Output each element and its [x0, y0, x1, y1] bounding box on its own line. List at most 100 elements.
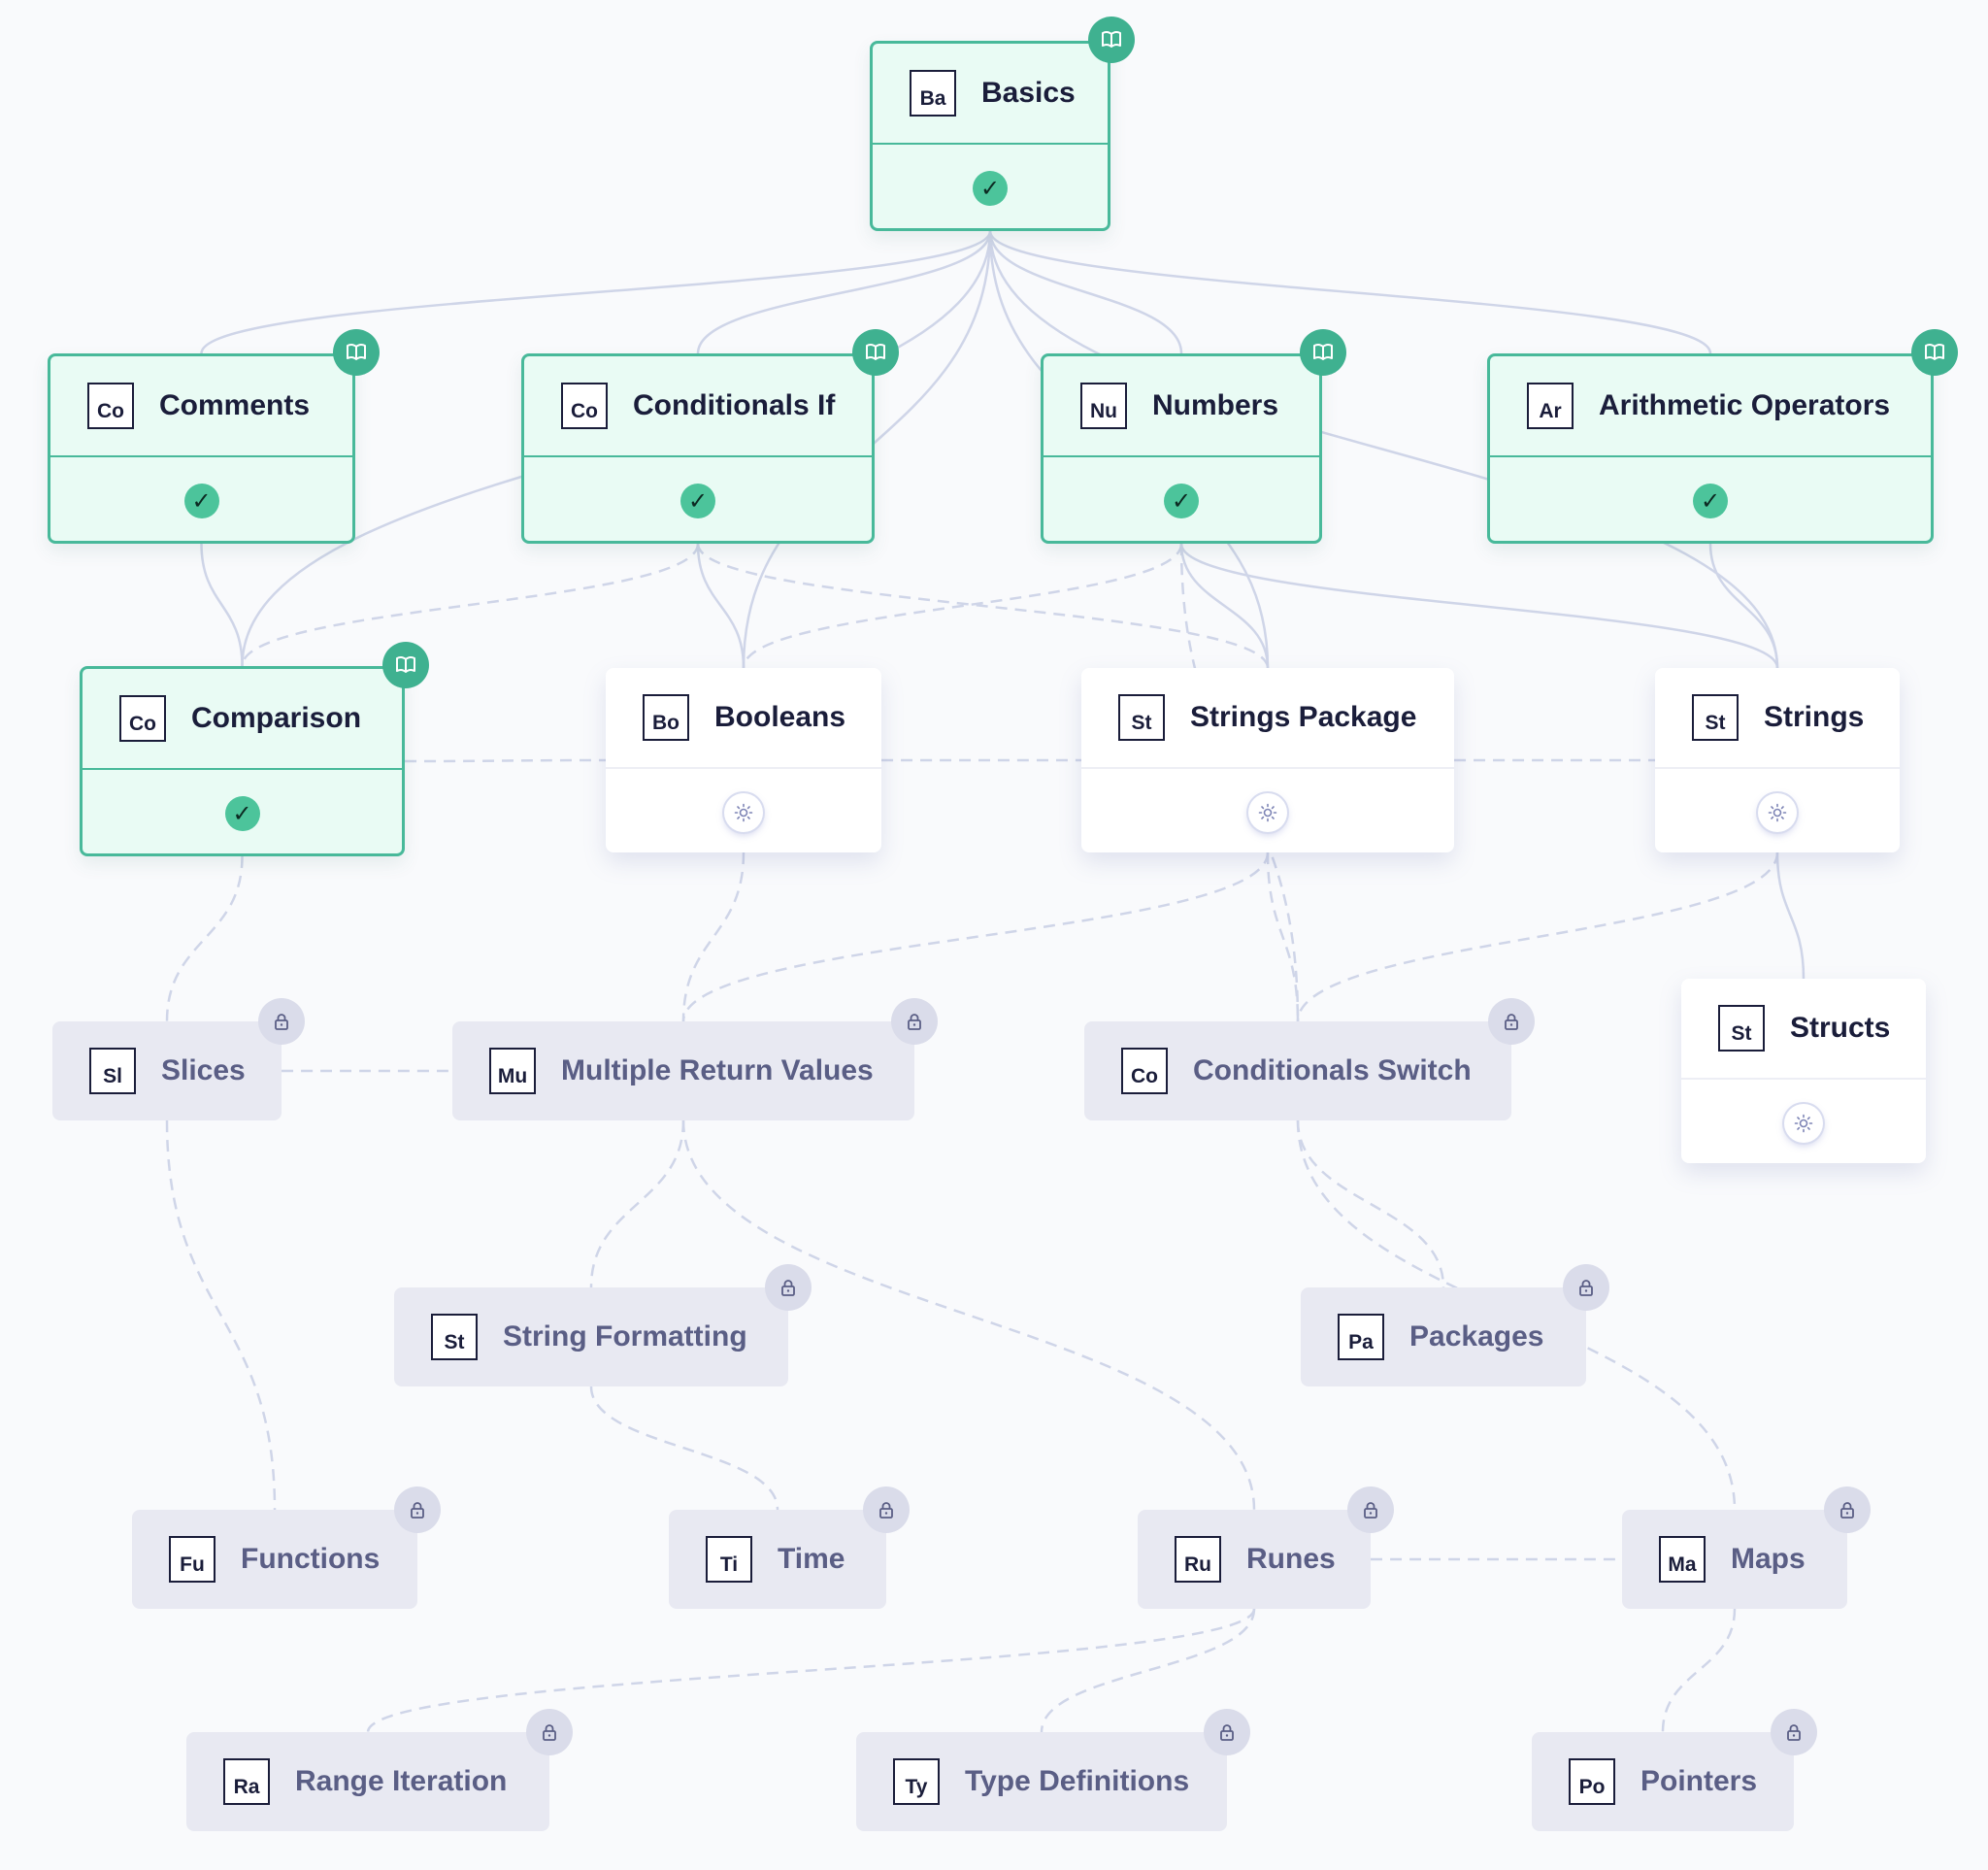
node-basics[interactable]: Ba Basics ✓ — [870, 17, 1135, 231]
edge-conditionals_if-booleans — [696, 543, 746, 669]
node-title: Comments — [159, 389, 311, 421]
lock-icon — [765, 1264, 812, 1311]
node-abbr: Fu — [169, 1536, 215, 1583]
edge-numbers-booleans — [742, 543, 1183, 669]
node-abbr: Ty — [893, 1758, 940, 1805]
edge-basics-strings — [988, 230, 1779, 669]
lock-icon — [891, 998, 938, 1045]
node-abbr: Co — [119, 695, 166, 742]
node-title: Functions — [241, 1543, 381, 1575]
edge-comparison-slices — [165, 855, 244, 1022]
sun-icon — [724, 793, 763, 832]
node-comments[interactable]: Co Comments ✓ — [48, 329, 380, 544]
check-icon: ✓ — [973, 171, 1008, 206]
edge-runes-range_iteration — [366, 1608, 1256, 1733]
lock-icon — [258, 998, 305, 1045]
node-abbr: Mu — [489, 1048, 536, 1094]
node-slices[interactable]: Sl Slices — [52, 998, 305, 1120]
node-abbr: Nu — [1080, 383, 1127, 429]
edge-strings_package-conditionals_switch — [1266, 852, 1300, 1022]
node-abbr: St — [1118, 694, 1165, 741]
node-title: Slices — [161, 1054, 246, 1086]
node-time[interactable]: Ti Time — [669, 1486, 910, 1609]
node-title: Runes — [1246, 1543, 1336, 1575]
check-icon: ✓ — [224, 796, 260, 831]
node-numbers[interactable]: Nu Numbers ✓ — [1041, 329, 1346, 544]
edge-string_formatting-time — [589, 1386, 779, 1511]
edge-conditionals_switch-packages — [1296, 1119, 1445, 1288]
edge-arithmetic-strings — [1708, 543, 1779, 669]
edge-basics-numbers — [988, 230, 1183, 354]
book-icon[interactable] — [1911, 329, 1958, 376]
edge-basics-conditionals_if — [696, 230, 992, 354]
node-abbr: Ti — [706, 1536, 752, 1583]
node-type-definitions[interactable]: Ty Type Definitions — [856, 1709, 1250, 1831]
lock-icon — [394, 1486, 441, 1533]
book-icon[interactable] — [382, 642, 429, 688]
lock-icon — [1347, 1486, 1394, 1533]
edge-maps-pointers — [1661, 1608, 1737, 1733]
node-functions[interactable]: Fu Functions — [132, 1486, 441, 1609]
edge-basics-comments — [200, 230, 992, 354]
edge-runes-type_definitions — [1040, 1608, 1256, 1733]
lock-icon — [1824, 1486, 1871, 1533]
edge-basics-arithmetic — [988, 230, 1712, 354]
edge-multiple_return-runes — [681, 1119, 1256, 1511]
sun-icon — [1758, 793, 1797, 832]
node-abbr: St — [431, 1314, 478, 1360]
book-icon[interactable] — [1300, 329, 1346, 376]
edge-conditionals_switch-maps — [1296, 1119, 1737, 1511]
node-title: Numbers — [1152, 389, 1279, 421]
node-strings[interactable]: St Strings — [1655, 668, 1900, 852]
check-icon: ✓ — [680, 484, 715, 518]
check-icon: ✓ — [183, 484, 219, 518]
node-multiple-return-values[interactable]: Mu Multiple Return Values — [452, 998, 938, 1120]
node-title: Type Definitions — [965, 1765, 1190, 1797]
node-structs[interactable]: St Structs — [1681, 979, 1926, 1163]
node-title: Arithmetic Operators — [1599, 389, 1891, 421]
lock-icon — [1204, 1709, 1250, 1755]
lock-icon — [526, 1709, 573, 1755]
node-title: Multiple Return Values — [561, 1054, 874, 1086]
node-title: Maps — [1731, 1543, 1806, 1575]
node-abbr: Pa — [1338, 1314, 1384, 1360]
lock-icon — [1771, 1709, 1817, 1755]
edge-strings_package-multiple_return — [681, 852, 1270, 1022]
lock-icon — [1563, 1264, 1609, 1311]
node-abbr: Co — [1121, 1048, 1168, 1094]
node-abbr: Ba — [910, 70, 956, 117]
check-icon: ✓ — [1164, 484, 1199, 518]
node-title: Basics — [981, 77, 1076, 109]
edge-numbers-strings — [1179, 543, 1779, 669]
book-icon[interactable] — [333, 329, 380, 376]
edge-strings-conditionals_switch — [1296, 852, 1779, 1022]
node-title: Structs — [1790, 1012, 1891, 1044]
node-abbr: Bo — [643, 694, 689, 741]
node-conditionals-switch[interactable]: Co Conditionals Switch — [1084, 998, 1535, 1120]
node-title: Conditionals If — [633, 389, 836, 421]
book-icon[interactable] — [852, 329, 899, 376]
edge-booleans-multiple_return — [681, 852, 746, 1022]
node-title: Strings — [1764, 701, 1865, 733]
edge-numbers-conditionals_switch — [1179, 543, 1300, 1022]
node-conditionals-if[interactable]: Co Conditionals If ✓ — [521, 329, 899, 544]
node-abbr: St — [1692, 694, 1739, 741]
node-abbr: St — [1718, 1005, 1765, 1052]
node-abbr: Co — [87, 383, 134, 429]
node-title: Conditionals Switch — [1193, 1054, 1472, 1086]
book-icon[interactable] — [1088, 17, 1135, 63]
node-title: Time — [778, 1543, 845, 1575]
node-abbr: Co — [561, 383, 608, 429]
edge-multiple_return-string_formatting — [589, 1119, 685, 1288]
node-abbr: Sl — [89, 1048, 136, 1094]
